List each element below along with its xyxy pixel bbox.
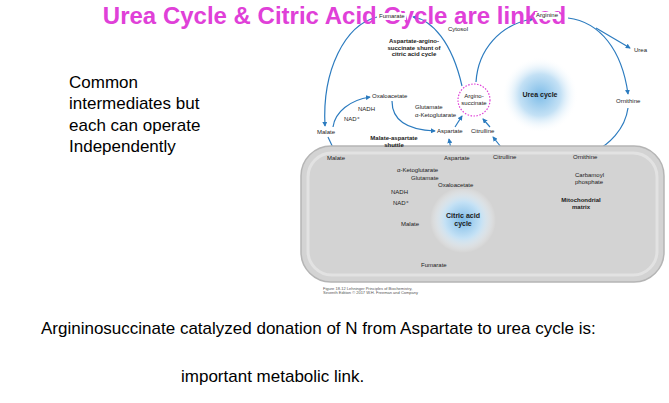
metabolite-circle: Argino- succinate bbox=[457, 83, 491, 117]
pathway-label: Aspartate-argino- succinate shunt of cit… bbox=[383, 38, 445, 58]
metabolite-label: α-Ketoglutarate bbox=[396, 167, 439, 174]
metabolite-label: Malate bbox=[400, 221, 420, 228]
metabolite-label: α-Ketoglutarate bbox=[414, 112, 457, 119]
slide-title: Urea Cycle & Citric Acid Cycle are linke… bbox=[0, 2, 669, 30]
metabolite-label: Citrulline bbox=[492, 154, 517, 161]
node-label: Citric acid cycle bbox=[445, 212, 481, 227]
note-text: important metabolic link. bbox=[180, 368, 365, 387]
metabolite-label: Fumarate bbox=[420, 262, 448, 269]
metabolite-label: Glutamate bbox=[414, 104, 444, 111]
cycle-circle: Citric acid cycle bbox=[430, 187, 496, 253]
metabolite-label: Aspartate bbox=[443, 155, 471, 162]
compartment-label: Cytosol bbox=[447, 26, 469, 33]
mitochondrion: Mitochondrial matrixCitric acid cycle bbox=[300, 145, 665, 283]
metabolite-label: NAD⁺ bbox=[343, 116, 361, 123]
metabolite-label: NADH bbox=[357, 106, 376, 113]
metabolite-label: Citrulline bbox=[470, 128, 495, 135]
metabolite-label: Ornithine bbox=[572, 154, 598, 161]
compartment-label: Mitochondrial matrix bbox=[555, 197, 607, 210]
urea-arrow bbox=[483, 119, 490, 127]
metabolite-label: Fumarate bbox=[378, 13, 406, 20]
metabolite-label: Malate bbox=[316, 129, 336, 136]
metabolite-label: NADH bbox=[390, 189, 409, 196]
metabolite-label: Oxaloacetate bbox=[437, 182, 474, 189]
metabolite-label: Oxaloacetate bbox=[371, 93, 408, 100]
metabolite-label: Glutamate bbox=[410, 175, 440, 182]
note-text: Argininosuccinate catalyzed donation of … bbox=[40, 318, 667, 339]
urea-arrow bbox=[596, 28, 630, 48]
node-label: Argino- succinate bbox=[459, 93, 489, 106]
pathway-label: Malate-aspartate shuttle bbox=[364, 135, 424, 148]
cycle-circle: Urea cycle bbox=[502, 57, 578, 133]
metabolite-label: Carbamoyl phosphate bbox=[574, 172, 622, 185]
shunt-arrow bbox=[325, 17, 377, 126]
node-label: Urea cycle bbox=[520, 91, 560, 99]
metabolite-label: NAD⁺ bbox=[392, 200, 410, 207]
metabolite-label: Urea bbox=[633, 47, 648, 54]
figure-credit: Figure 18-12 Lehninger Principles of Bio… bbox=[322, 287, 424, 296]
metabolite-label: Arginine bbox=[535, 12, 559, 19]
metabolite-label: Ornithine bbox=[615, 98, 641, 105]
metabolite-label: Malate bbox=[326, 155, 346, 162]
note-text: Common intermediates but each can operat… bbox=[68, 72, 220, 157]
metabolite-label: Aspartate bbox=[436, 128, 464, 135]
